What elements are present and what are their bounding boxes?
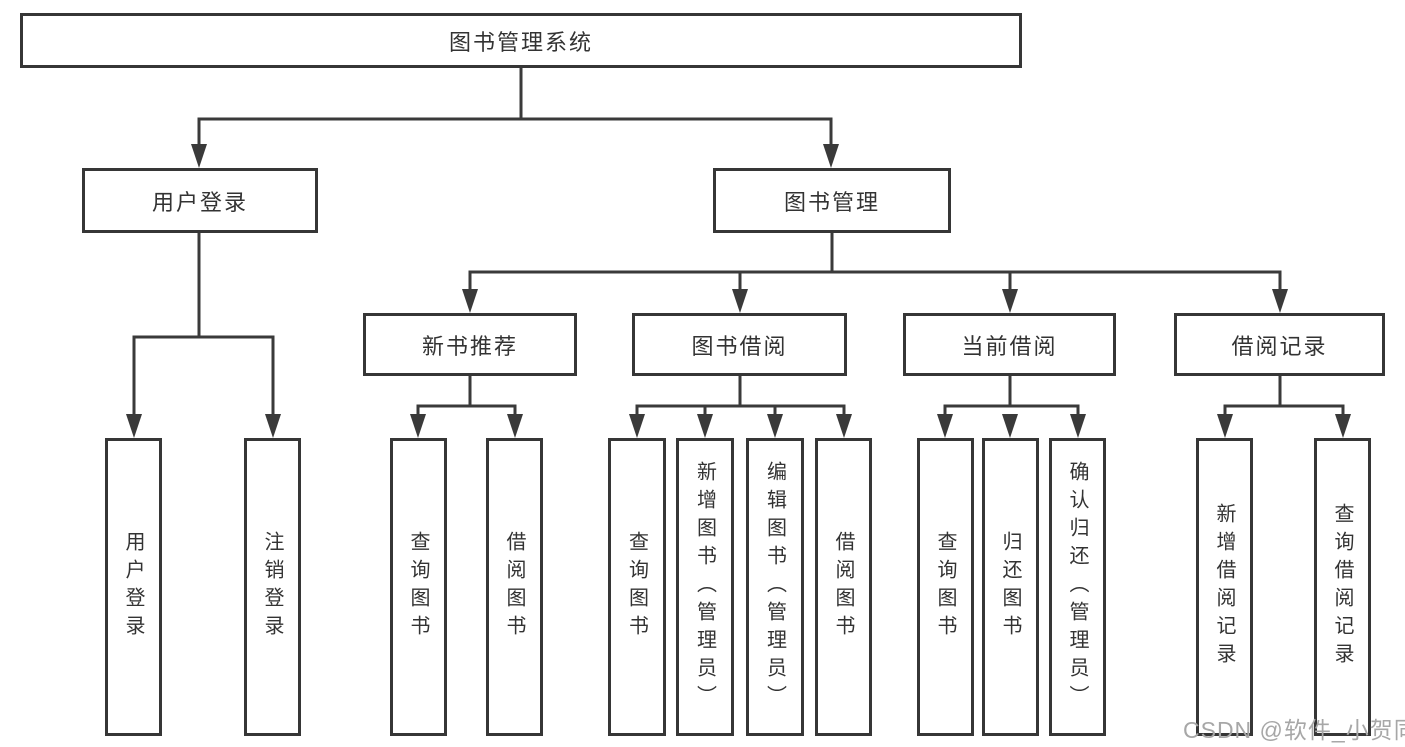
leaf-return-books-label: 归还图书 <box>999 531 1021 643</box>
node-book-management-label: 图书管理 <box>783 189 880 215</box>
arrowhead-icon <box>629 414 645 438</box>
leaf-return-books: 归还图书 <box>982 438 1039 736</box>
arrowhead-icon <box>462 289 478 313</box>
node-root-label: 图书管理系统 <box>448 29 593 55</box>
arrowhead-icon <box>1070 414 1086 438</box>
leaf-edit-books-admin: 编辑图书（管理员） <box>746 438 804 736</box>
arrowhead-icon <box>1335 414 1351 438</box>
node-book-management: 图书管理 <box>713 168 951 233</box>
node-current-borrowing-label: 当前借阅 <box>961 333 1058 359</box>
leaf-user-login: 用户登录 <box>105 438 162 736</box>
node-user-login: 用户登录 <box>82 168 318 233</box>
leaf-edit-books-admin-label: 编辑图书（管理员） <box>763 461 786 713</box>
arrowhead-icon <box>1217 414 1233 438</box>
arrowhead-icon <box>767 414 783 438</box>
arrowhead-icon <box>937 414 953 438</box>
arrowhead-icon <box>1002 414 1018 438</box>
leaf-query-books-3-label: 查询图书 <box>934 531 956 643</box>
watermark: CSDN @软件_小贺同学 <box>1183 717 1405 743</box>
arrowhead-icon <box>507 414 523 438</box>
arrowhead-icon <box>1002 289 1018 313</box>
leaf-logout-label: 注销登录 <box>261 531 283 643</box>
node-user-login-label: 用户登录 <box>151 189 248 215</box>
leaf-confirm-return-admin: 确认归还（管理员） <box>1049 438 1106 736</box>
leaf-query-books-1: 查询图书 <box>390 438 447 736</box>
leaf-borrow-books-2: 借阅图书 <box>815 438 872 736</box>
leaf-query-books-3: 查询图书 <box>917 438 974 736</box>
arrowhead-icon <box>823 144 839 168</box>
node-book-borrowing: 图书借阅 <box>632 313 847 376</box>
node-borrowing-records: 借阅记录 <box>1174 313 1385 376</box>
arrowhead-icon <box>732 289 748 313</box>
connector-path <box>132 68 1345 417</box>
leaf-add-borrow-record: 新增借阅记录 <box>1196 438 1253 736</box>
arrowhead-icon <box>697 414 713 438</box>
leaf-add-borrow-record-label: 新增借阅记录 <box>1213 503 1235 671</box>
leaf-borrow-books-2-label: 借阅图书 <box>832 531 854 643</box>
leaf-query-books-1-label: 查询图书 <box>407 531 429 643</box>
arrowhead-icon <box>1272 289 1288 313</box>
node-root: 图书管理系统 <box>20 13 1022 68</box>
leaf-borrow-books-1: 借阅图书 <box>486 438 543 736</box>
leaf-add-books-admin: 新增图书（管理员） <box>676 438 734 736</box>
arrowhead-icon <box>265 414 281 438</box>
node-book-borrowing-label: 图书借阅 <box>691 333 788 359</box>
arrowhead-icon <box>836 414 852 438</box>
leaf-user-login-label: 用户登录 <box>122 531 144 643</box>
leaf-borrow-books-1-label: 借阅图书 <box>503 531 525 643</box>
leaf-query-borrow-record: 查询借阅记录 <box>1314 438 1371 736</box>
arrowhead-icon <box>410 414 426 438</box>
arrowhead-icon <box>191 144 207 168</box>
node-current-borrowing: 当前借阅 <box>903 313 1116 376</box>
node-borrowing-records-label: 借阅记录 <box>1231 333 1328 359</box>
leaf-query-borrow-record-label: 查询借阅记录 <box>1331 503 1353 671</box>
leaf-add-books-admin-label: 新增图书（管理员） <box>693 461 716 713</box>
arrowhead-icon <box>126 414 142 438</box>
leaf-query-books-2-label: 查询图书 <box>625 531 648 643</box>
leaf-query-books-2: 查询图书 <box>608 438 666 736</box>
node-new-book-recommend-label: 新书推荐 <box>421 333 518 359</box>
node-new-book-recommend: 新书推荐 <box>363 313 577 376</box>
leaf-logout: 注销登录 <box>244 438 301 736</box>
leaf-confirm-return-admin-label: 确认归还（管理员） <box>1066 461 1088 713</box>
